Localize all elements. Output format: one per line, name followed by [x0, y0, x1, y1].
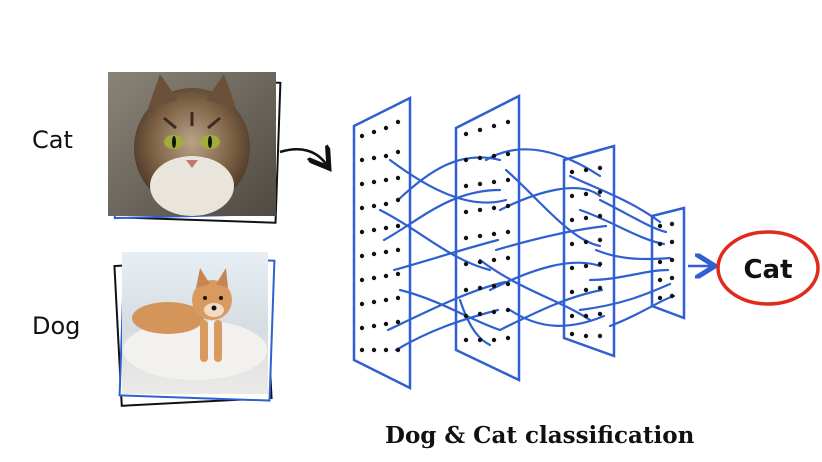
layer-1	[352, 95, 412, 391]
cat-input-label: Cat	[32, 126, 73, 154]
layer-2-nodes	[463, 119, 511, 343]
layer-1-nodes	[359, 119, 401, 353]
dog-photo	[122, 252, 268, 394]
input-arrow-icon	[279, 149, 326, 164]
network-connections	[378, 148, 676, 352]
network-layers	[352, 93, 686, 391]
cat-photo-stack	[108, 72, 282, 224]
network-nodes	[359, 119, 675, 353]
dog-input-label: Dog	[32, 312, 81, 340]
dog-photo-stack	[113, 252, 276, 407]
layer-3	[562, 144, 616, 358]
cat-photo	[108, 72, 276, 216]
output-result: Cat	[716, 230, 820, 306]
diagram-caption: Dog & Cat classification	[385, 422, 695, 449]
output-label: Cat	[743, 255, 792, 285]
layer-4-nodes	[657, 221, 675, 301]
layer-2	[454, 93, 521, 382]
output-ring	[716, 230, 820, 306]
layer-3-nodes	[569, 165, 603, 339]
layer-4	[650, 206, 686, 320]
